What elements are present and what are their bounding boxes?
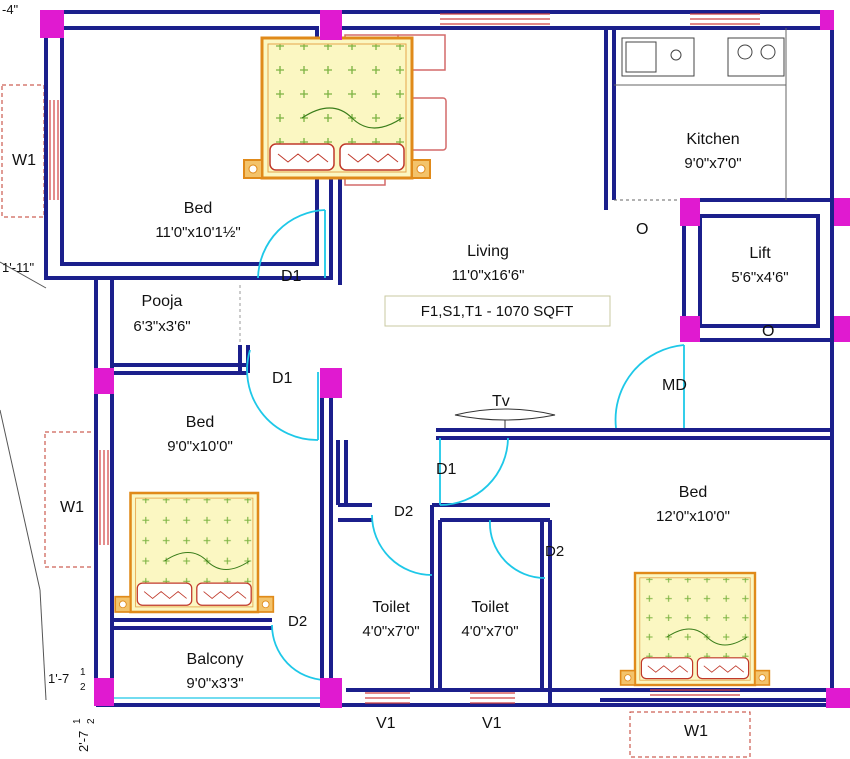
window-label-w1-top: W1 [12,152,36,169]
walls [44,10,834,707]
tv-icon [454,408,556,428]
room-size-living: 11'0"x16'6" [452,267,525,284]
room-size-kitchen: 9'0"x7'0" [684,155,741,172]
door-label-md: MD [662,377,687,394]
room-size-toilet-2: 4'0"x7'0" [461,623,518,640]
room-name-toilet-1: Toilet [372,599,410,616]
room-size-lift: 5'6"x4'6" [731,269,788,286]
kitchen-counter [614,28,787,201]
dim-top-left: -4" [2,2,19,17]
bed-icon-right [619,571,771,687]
dim-left-b-frac-top: 1 [80,667,86,678]
opening-label-kitchen: O [636,221,648,238]
room-size-toilet-1: 4'0"x7'0" [362,623,419,640]
bed-icon-mid-left [113,491,275,614]
site-boundary-lines [0,261,47,701]
opening-label-lift: O [762,323,774,340]
table-icon [407,97,447,151]
window-label-w1-bottom: W1 [684,723,708,740]
room-size-bed-mid-left: 9'0"x10'0" [167,438,233,455]
room-name-balcony: Balcony [187,651,244,668]
room-name-pooja: Pooja [142,293,183,310]
room-size-bed-right: 12'0"x10'0" [656,508,730,525]
dim-left-b-frac-bot: 2 [80,682,86,693]
sink-icon [621,37,695,77]
dim-left-b: 1'-7 [48,671,69,686]
window-label-v1-left: V1 [376,715,396,732]
dim-left-c-frac-top: 1 [72,718,83,724]
room-name-kitchen: Kitchen [686,131,739,148]
windows [49,13,760,704]
room-size-balcony: 9'0"x3'3" [186,675,243,692]
window-label-v1-right: V1 [482,715,502,732]
door-label-d1-bed: D1 [281,268,302,285]
door-label-d2-balcony: D2 [288,613,307,630]
room-name-bed-top-left: Bed [184,200,212,217]
info-box [384,295,611,327]
room-name-bed-mid-left: Bed [186,414,214,431]
columns [40,10,850,708]
door-label-d1-mid: D1 [272,370,293,387]
dim-left-c-group: 2'-7 1 2 [72,718,97,752]
area-summary: F1,S1,T1 - 1070 SQFT [421,303,574,320]
bed-icon-top-left [242,36,432,180]
door-label-d2-toilet1: D2 [394,503,413,520]
dim-left-c: 2'-7 [76,731,91,752]
window-label-w1-mid: W1 [60,499,84,516]
dim-left-c-frac-bot: 2 [86,718,97,724]
tv-label: Tv [492,393,510,410]
door-swings [246,209,685,681]
room-name-bed-right: Bed [679,484,707,501]
room-name-toilet-2: Toilet [471,599,509,616]
room-size-bed-top-left: 11'0"x10'1½" [155,224,240,241]
stove-icon [727,37,785,77]
dim-left-a: 1'-11" [2,260,35,275]
door-label-d2-toilet2: D2 [545,543,564,560]
door-label-d1-right: D1 [436,461,457,478]
room-name-living: Living [467,243,509,260]
room-name-lift: Lift [749,245,771,262]
room-size-pooja: 6'3"x3'6" [133,318,190,335]
